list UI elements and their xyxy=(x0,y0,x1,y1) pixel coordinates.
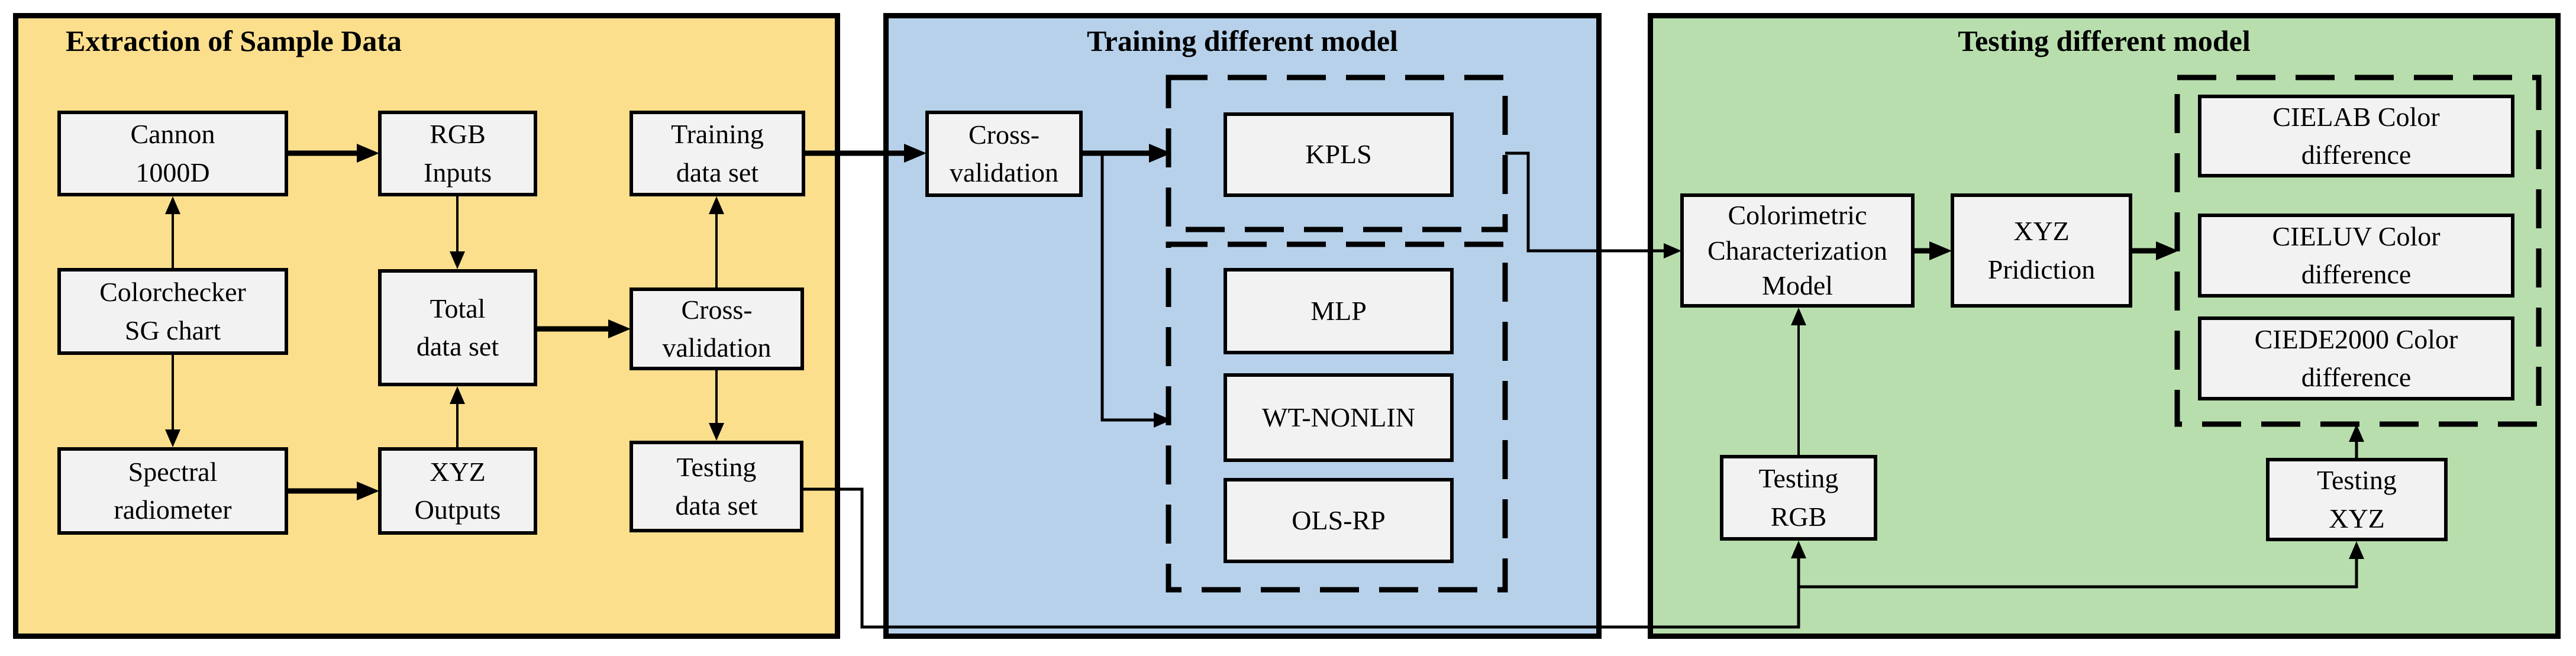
panel-title-training: Training different model xyxy=(1087,24,1398,57)
box-xyz-outputs: XYZ Outputs xyxy=(378,447,537,535)
panel-title-extraction: Extraction of Sample Data xyxy=(66,24,402,57)
panel-title-testing: Testing different model xyxy=(1958,24,2251,57)
box-colorchecker-sg-chart: Colorchecker SG chart xyxy=(57,268,288,355)
box-rgb-inputs: RGB Inputs xyxy=(378,111,537,196)
box-training-data-set: Training data set xyxy=(630,111,805,196)
box-testing-data-set: Testing data set xyxy=(630,441,803,532)
box-cross-validation-extraction: Cross- validation xyxy=(630,287,804,370)
box-cielab-color-difference: CIELAB Color difference xyxy=(2198,95,2514,177)
box-wt-nonlin: WT-NONLIN xyxy=(1224,373,1454,462)
box-kpls: KPLS xyxy=(1224,112,1454,197)
box-ciede2000-color-difference: CIEDE2000 Color difference xyxy=(2198,316,2514,400)
box-colorimetric-characterization-model: Colorimetric Characterization Model xyxy=(1680,193,1915,308)
box-xyz-prediction: XYZ Pridiction xyxy=(1951,193,2132,308)
box-mlp: MLP xyxy=(1224,268,1454,354)
box-testing-rgb: Testing RGB xyxy=(1720,455,1877,541)
box-cross-validation-training: Cross- validation xyxy=(925,111,1083,197)
box-ols-rp: OLS-RP xyxy=(1224,478,1454,563)
box-spectral-radiometer: Spectral radiometer xyxy=(57,447,288,535)
box-cannon-1000d: Cannon 1000D xyxy=(57,111,288,196)
box-testing-xyz: Testing XYZ xyxy=(2266,458,2448,541)
box-cieluv-color-difference: CIELUV Color difference xyxy=(2198,214,2514,298)
box-total-data-set: Total data set xyxy=(378,269,537,386)
